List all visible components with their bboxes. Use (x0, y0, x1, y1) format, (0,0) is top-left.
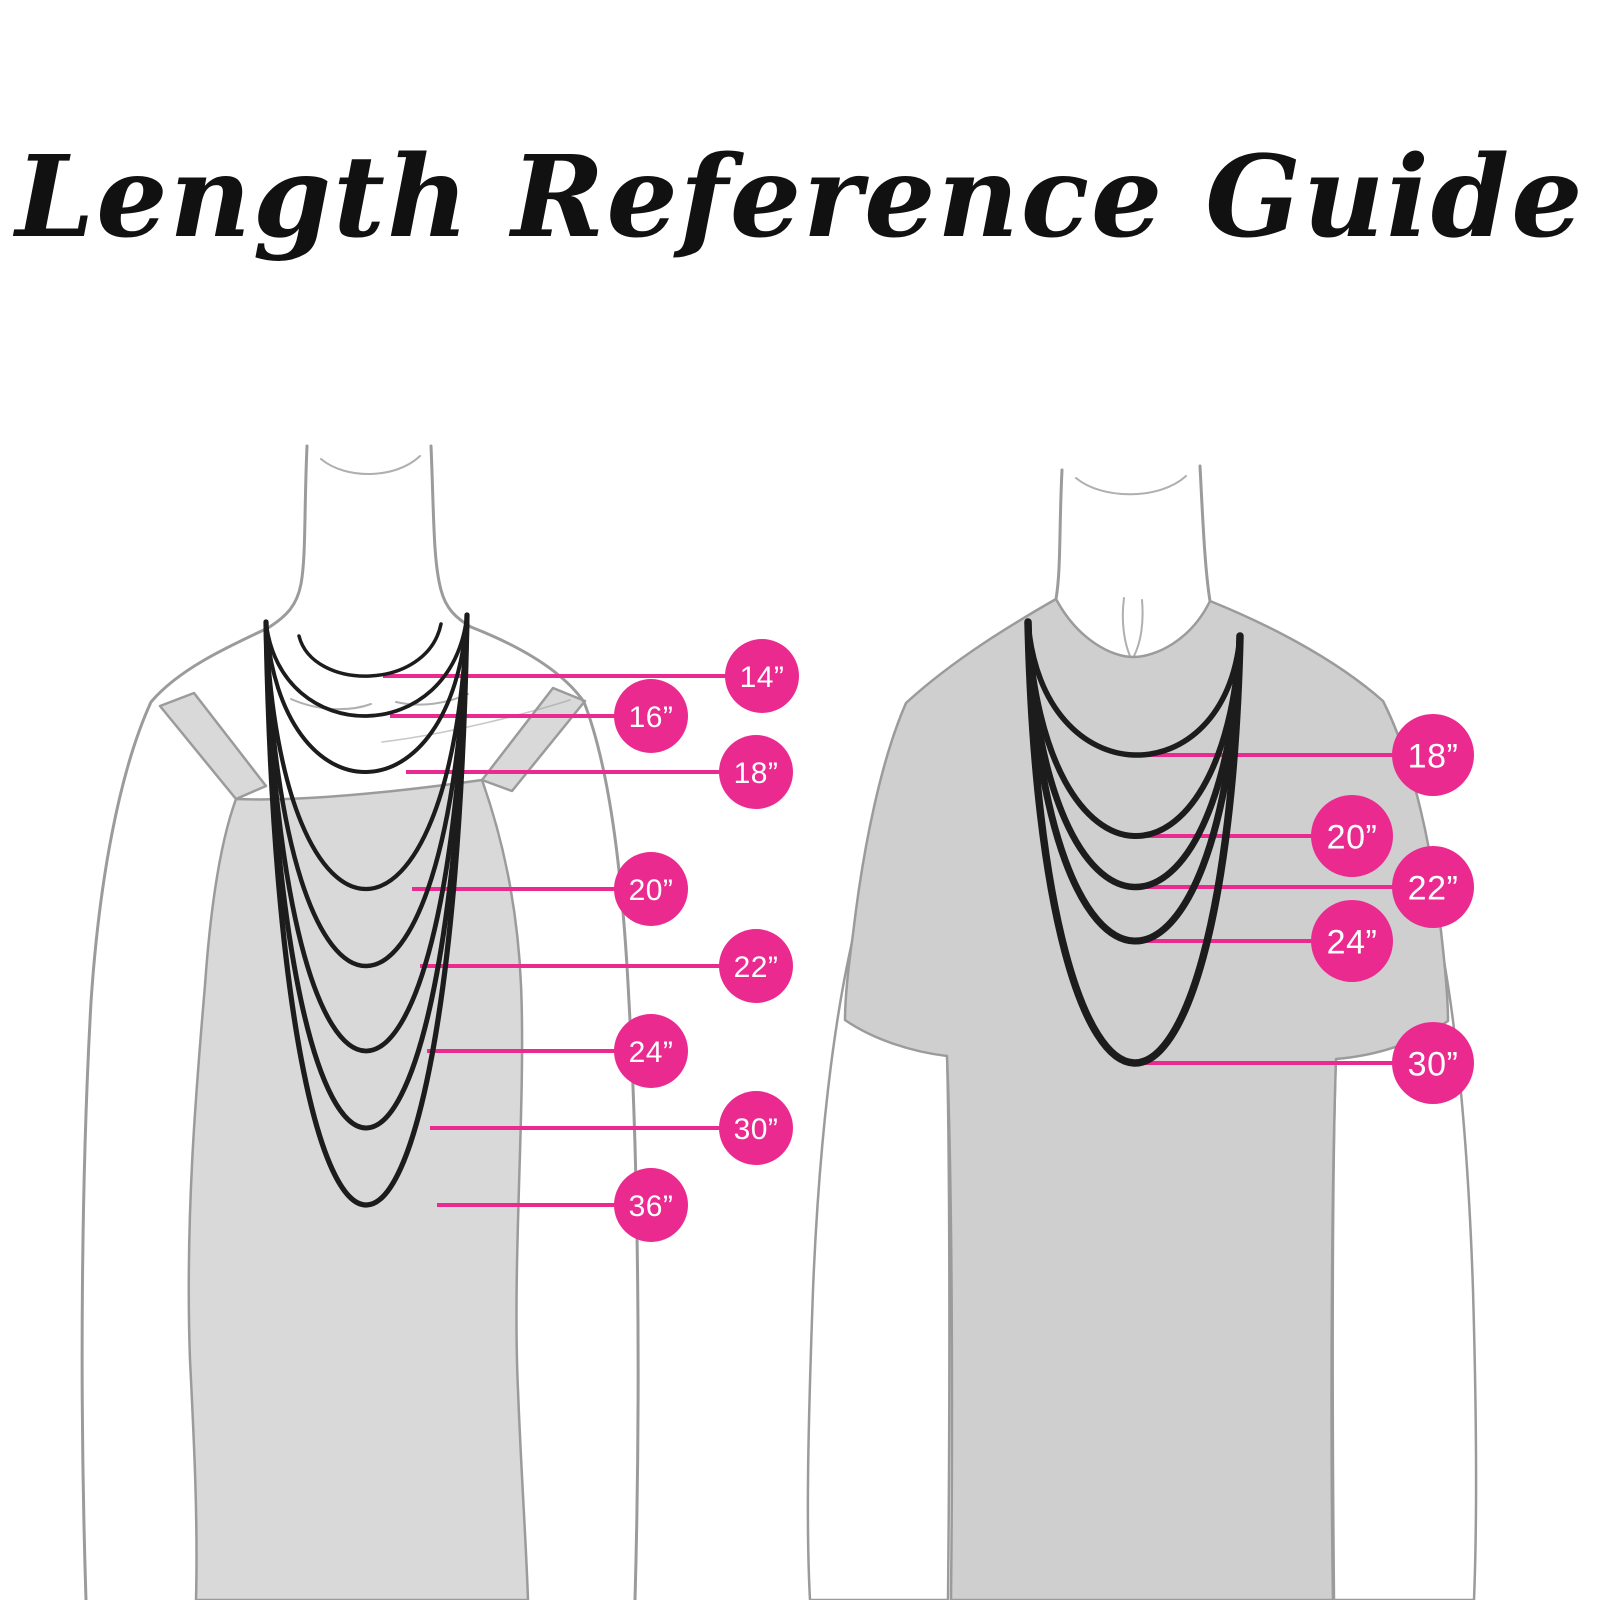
right-necklaces (1024, 618, 1244, 1067)
chin-line (320, 455, 421, 475)
length-badge (614, 852, 688, 926)
tank-top (187, 778, 530, 1600)
badge-label: 14” (740, 661, 785, 694)
length-badge (614, 679, 688, 753)
shoulder-arm-left (80, 626, 270, 1600)
necklace-arc (263, 612, 470, 1131)
necklace-arc (263, 612, 470, 892)
chest-hint-line (381, 699, 571, 743)
necklace-arc (1024, 618, 1244, 945)
badge-label: 30” (734, 1113, 779, 1146)
left-badges: 14” 16” 18” 20” 22” 24” 30” 36” (614, 639, 799, 1242)
necklace-arc (263, 612, 470, 1208)
page-title: Length Reference Guide (15, 132, 1585, 263)
necklace-arc (1024, 618, 1244, 891)
tank-strap-right (480, 686, 587, 793)
shoulder-arm-right (469, 625, 640, 1600)
neck-line-left (266, 444, 309, 630)
necklace-arc (1025, 619, 1243, 758)
badge-label: 16” (629, 701, 674, 734)
badge-label: 20” (629, 874, 674, 907)
necklace-arc (264, 613, 469, 718)
necklace-arc (1024, 618, 1244, 1067)
man-neck-line-right (1198, 464, 1212, 603)
throat-line-left (1121, 597, 1131, 657)
badge-label: 18” (1408, 737, 1459, 775)
badge-label: 22” (1408, 869, 1459, 907)
badge-label: 20” (1327, 818, 1378, 856)
collarbone-line-right (395, 693, 469, 706)
right-badges: 18” 20” 22” 24” 30” (1311, 714, 1474, 1104)
badge-label: 24” (1327, 923, 1378, 961)
neck-line-right (429, 444, 473, 629)
length-badge (719, 1091, 793, 1165)
left-necklaces (263, 612, 470, 1208)
badge-label: 30” (1408, 1045, 1459, 1083)
t-shirt (843, 597, 1450, 1600)
length-badge (1392, 846, 1474, 928)
badge-label: 22” (734, 951, 779, 984)
necklace-arc (264, 613, 469, 774)
length-badge (614, 1014, 688, 1088)
man-neck-line-left (1054, 468, 1064, 601)
length-badge (719, 735, 793, 809)
necklace-arc (1025, 619, 1243, 839)
length-badge (1311, 795, 1393, 877)
man-figure: 18” 20” 22” 24” 30” (806, 464, 1478, 1600)
length-badge (1392, 1022, 1474, 1104)
necklace-arc (263, 612, 470, 969)
necklace-arc (263, 612, 470, 1054)
length-badge (1311, 900, 1393, 982)
tank-strap-left (158, 691, 268, 801)
man-chin-line (1075, 475, 1187, 496)
woman-figure: 14” 16” 18” 20” 22” 24” 30” 36” (80, 444, 799, 1600)
throat-line-right (1133, 599, 1144, 657)
badge-label: 18” (734, 757, 779, 790)
necklace-arc (297, 622, 443, 678)
badge-label: 24” (629, 1036, 674, 1069)
length-badge (1392, 714, 1474, 796)
collarbone-line-left (290, 698, 372, 711)
length-badge (614, 1168, 688, 1242)
length-badge (719, 929, 793, 1003)
badge-label: 36” (629, 1190, 674, 1223)
length-badge (725, 639, 799, 713)
